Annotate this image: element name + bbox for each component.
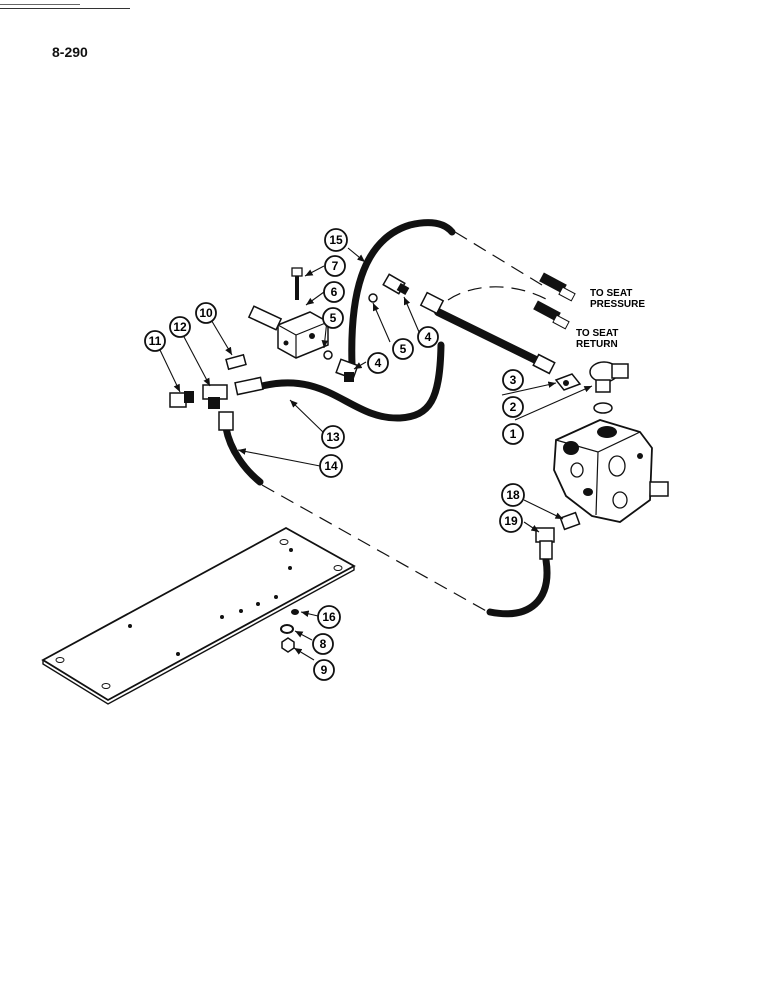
plug-11 — [169, 391, 194, 408]
callout-19: 19 — [499, 509, 523, 533]
hose-15 — [348, 219, 456, 369]
header-rule-short — [0, 4, 80, 5]
adapter-18 — [559, 511, 581, 531]
mounting-plate-icon — [41, 526, 356, 705]
o-ring-valve — [593, 402, 613, 414]
svg-text:19: 19 — [504, 514, 518, 528]
svg-text:16: 16 — [322, 610, 336, 624]
bolt-icon — [291, 267, 303, 300]
callout-11: 11 — [144, 330, 166, 352]
callout-8: 8 — [312, 633, 334, 655]
hose-13-fitting — [234, 376, 264, 396]
hose-14-fitting — [218, 411, 234, 431]
callout-1: 1 — [502, 423, 524, 445]
svg-text:13: 13 — [326, 430, 340, 444]
callout-12: 12 — [169, 316, 191, 338]
svg-text:2: 2 — [510, 400, 517, 414]
callout-4a: 4 — [367, 352, 389, 374]
callout-7: 7 — [324, 255, 346, 277]
svg-text:7: 7 — [332, 259, 339, 273]
callout-4b: 4 — [417, 326, 439, 348]
washer-8 — [280, 624, 294, 634]
svg-text:9: 9 — [321, 663, 328, 677]
svg-text:4: 4 — [375, 356, 382, 370]
callout-13: 13 — [321, 425, 345, 449]
svg-text:11: 11 — [149, 334, 162, 348]
seat-pressure-fitting — [539, 272, 576, 302]
svg-text:10: 10 — [199, 306, 213, 320]
valve-block-icon — [247, 305, 329, 359]
dashed-line-upper — [454, 231, 543, 286]
svg-text:3: 3 — [510, 373, 517, 387]
elbow-fitting-1 — [589, 361, 629, 393]
note-seat-return-1: TO SEAT — [576, 328, 618, 339]
nut-9 — [281, 637, 295, 653]
callout-15: 15 — [324, 228, 348, 252]
callout-10: 10 — [195, 302, 217, 324]
note-seat-pressure-2: PRESSURE — [590, 299, 645, 310]
svg-text:5: 5 — [400, 342, 407, 356]
control-valve-icon — [553, 419, 669, 523]
svg-text:1: 1 — [510, 427, 517, 441]
callout-5b: 5 — [392, 338, 414, 360]
hose-3 — [434, 308, 544, 366]
callout-16: 16 — [317, 605, 341, 629]
svg-text:15: 15 — [329, 233, 343, 247]
callout-18: 18 — [501, 483, 525, 507]
hose-3-fitting-top — [419, 291, 445, 315]
svg-text:14: 14 — [324, 459, 338, 473]
header-rule — [0, 8, 130, 9]
callout-6: 6 — [323, 281, 345, 303]
callout-14: 14 — [319, 454, 343, 478]
bolt-16 — [291, 609, 299, 615]
svg-text:5: 5 — [330, 311, 337, 325]
hose-13 — [258, 341, 445, 422]
callout-2: 2 — [502, 396, 524, 418]
note-seat-pressure-1: TO SEAT — [590, 288, 632, 299]
svg-text:8: 8 — [320, 637, 327, 651]
elbow-fitting-upper — [382, 273, 410, 295]
tee-19 — [535, 527, 555, 560]
tee-fitting-2 — [554, 373, 582, 391]
hose-14 — [222, 424, 264, 486]
adapter-10 — [225, 353, 247, 371]
hose-lower — [486, 556, 551, 618]
svg-text:18: 18 — [506, 488, 520, 502]
svg-text:4: 4 — [425, 330, 432, 344]
seat-return-fitting — [533, 300, 570, 330]
tee-12 — [202, 384, 228, 409]
note-seat-return-2: RETURN — [576, 339, 618, 350]
svg-text:6: 6 — [331, 285, 338, 299]
hose-3-fitting-bottom — [532, 353, 556, 375]
callout-9: 9 — [313, 659, 335, 681]
callout-3: 3 — [502, 369, 524, 391]
o-ring-upper — [368, 293, 378, 303]
callout-5a: 5 — [322, 307, 344, 329]
o-ring-lower — [323, 350, 333, 360]
svg-text:12: 12 — [173, 320, 187, 334]
dashed-line-arc — [447, 286, 549, 301]
page-number: 8-290 — [52, 44, 88, 60]
elbow-fitting-lower — [335, 358, 359, 382]
